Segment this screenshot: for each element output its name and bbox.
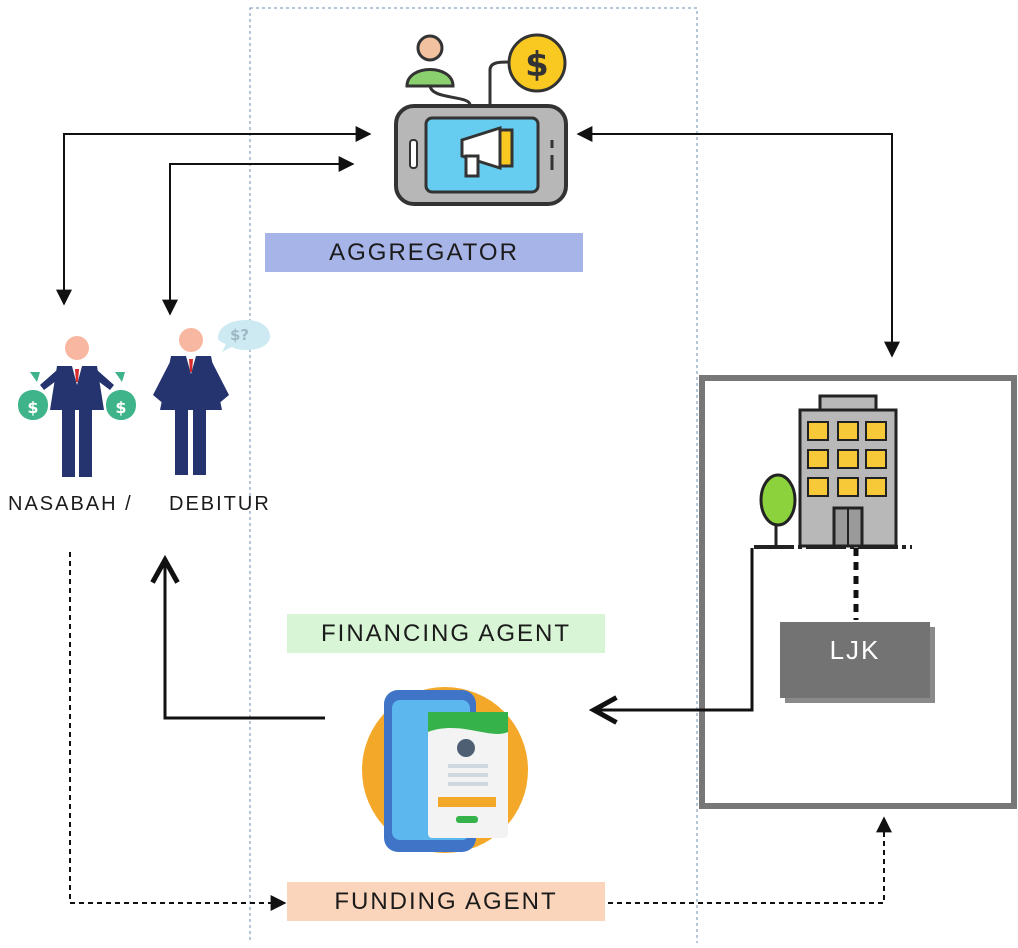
- arrow-nasabah-aggregator: [56, 126, 372, 306]
- nasabah-label: NASABAH /: [8, 493, 133, 515]
- office-building-icon: [754, 394, 912, 620]
- platform-region: [249, 7, 698, 948]
- arrow-financing-debitur: [165, 560, 325, 720]
- mobile-app-card-icon: [362, 687, 528, 853]
- businessman-empty-pockets-icon: [153, 320, 270, 475]
- arrow-funding-ljk: [608, 816, 892, 904]
- ljk-box: [780, 622, 930, 698]
- debitur-label: DEBITUR: [169, 493, 271, 515]
- funding-agent-label: FUNDING AGENT: [287, 882, 605, 921]
- ljk-label: LJK: [829, 634, 881, 665]
- arrow-aggregator-ljk: [576, 126, 900, 358]
- phone-advertising-icon: $: [394, 33, 568, 206]
- financing-agent-label: FINANCING AGENT: [287, 614, 605, 653]
- svg-text:$: $: [115, 398, 126, 417]
- businessman-money-bags-icon: $ $: [18, 336, 136, 477]
- svg-text:$: $: [27, 398, 38, 417]
- ljk-frame: [699, 375, 1017, 809]
- svg-text:$: $: [525, 45, 549, 85]
- arrow-nasabah-funding: [69, 552, 287, 911]
- aggregator-label: AGGREGATOR: [265, 233, 583, 272]
- arrow-ljk-financing: [594, 548, 754, 710]
- arrow-debitur-aggregator: [162, 156, 355, 316]
- debitur-question-bubble-text: $?: [230, 326, 250, 344]
